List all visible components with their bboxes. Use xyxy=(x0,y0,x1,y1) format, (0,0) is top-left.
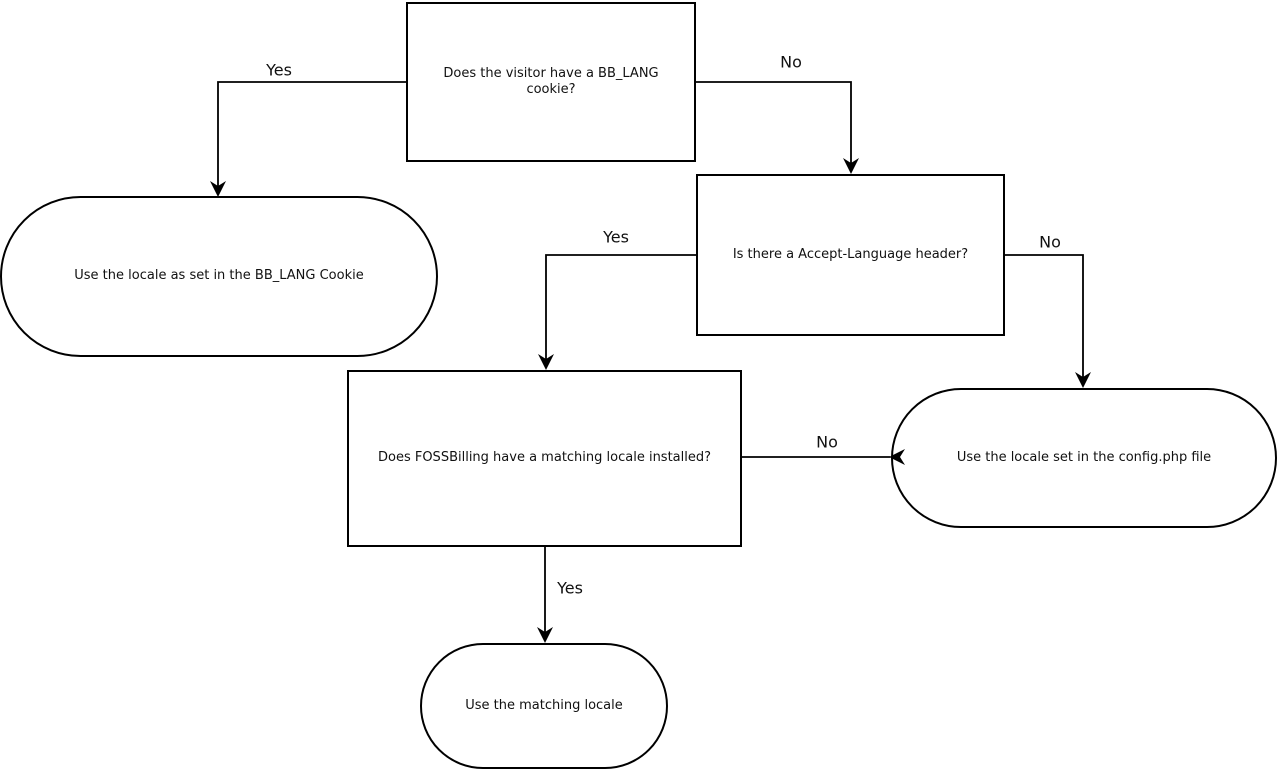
arrowhead-down-into-use-config xyxy=(1075,372,1091,388)
edge-header-no xyxy=(1005,254,1084,377)
edge-cookie-no xyxy=(696,81,852,163)
edge-label-cookie-yes: Yes xyxy=(266,60,292,80)
decision-bb-lang-cookie: Does the visitor have a BB_LANG cookie? xyxy=(406,2,696,162)
arrowhead-down-into-use-cookie xyxy=(210,181,226,197)
decision-accept-language-header-label: Is there a Accept-Language header? xyxy=(732,246,969,262)
edge-label-header-yes: Yes xyxy=(603,227,629,247)
edge-label-locale-no: No xyxy=(816,432,838,452)
terminator-use-bb-lang-cookie-locale: Use the locale as set in the BB_LANG Coo… xyxy=(0,196,438,357)
decision-matching-locale-installed: Does FOSSBilling have a matching locale … xyxy=(347,370,742,547)
edge-label-header-no: No xyxy=(1039,232,1061,252)
terminator-use-bb-lang-cookie-locale-label: Use the locale as set in the BB_LANG Coo… xyxy=(74,268,364,284)
edge-header-yes xyxy=(545,254,696,359)
edge-label-cookie-no: No xyxy=(780,52,802,72)
arrowhead-down-into-matching-locale xyxy=(538,354,554,370)
terminator-use-config-php-locale-label: Use the locale set in the config.php fil… xyxy=(956,449,1212,465)
decision-bb-lang-cookie-label: Does the visitor have a BB_LANG cookie? xyxy=(443,65,659,97)
terminator-use-matching-locale-label: Use the matching locale xyxy=(465,697,623,713)
terminator-use-matching-locale: Use the matching locale xyxy=(420,643,668,769)
decision-accept-language-header: Is there a Accept-Language header? xyxy=(696,174,1005,336)
arrowhead-down-into-use-matching xyxy=(537,627,553,643)
decision-matching-locale-installed-label: Does FOSSBilling have a matching locale … xyxy=(377,450,712,466)
terminator-use-config-php-locale: Use the locale set in the config.php fil… xyxy=(891,388,1277,528)
edge-label-locale-yes: Yes xyxy=(557,578,583,598)
edge-cookie-yes xyxy=(217,81,406,186)
arrowhead-down-into-accept-language xyxy=(843,158,859,174)
